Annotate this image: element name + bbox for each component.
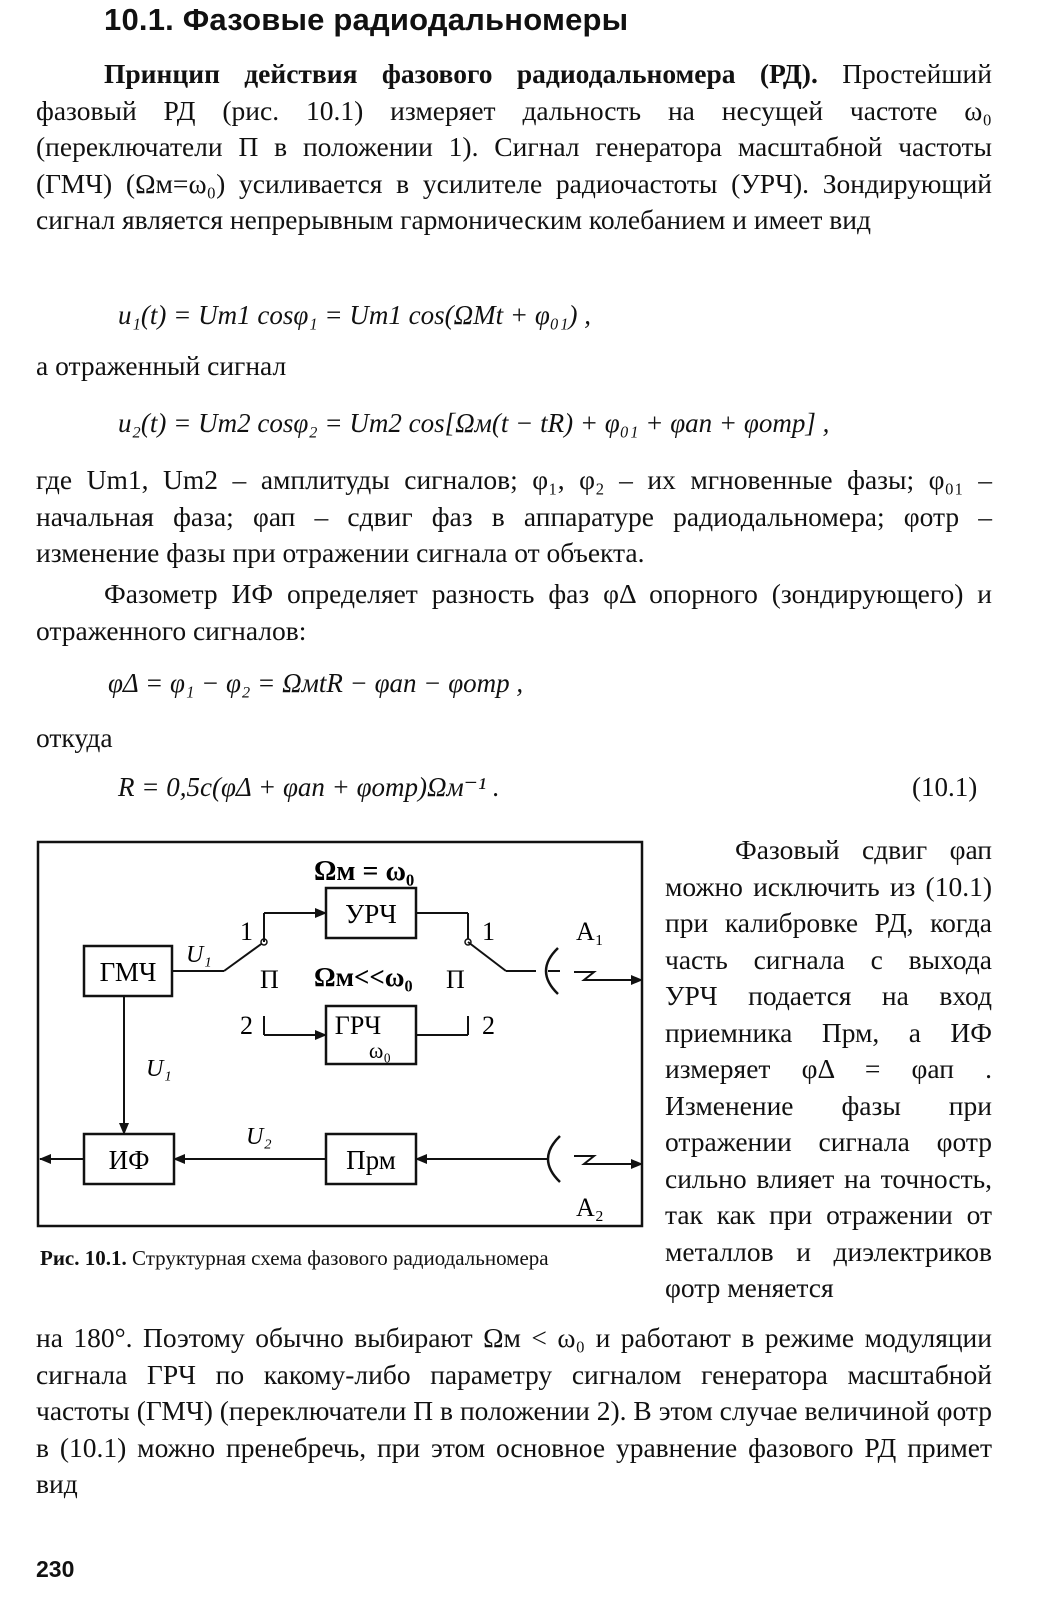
- page-number: 230: [36, 1556, 75, 1582]
- block-grch: [324, 1004, 418, 1066]
- equation-number: (10.1): [912, 772, 978, 802]
- block-grch-subscript: ω₀: [369, 1038, 391, 1063]
- label-omega-less: Ωм<<ω₀: [314, 962, 413, 992]
- equation-range: R = 0,5c(φΔ + φап + φотр)Ωм⁻¹ .: [118, 772, 500, 802]
- equation-phase-difference: φΔ = φ₁ − φ₂ = ΩмtR − φап − φотр ,: [108, 668, 524, 698]
- paragraph-definitions: где Um1, Um2 – амплитуды сигналов; φ₁, φ…: [36, 464, 992, 568]
- block-gmch: [82, 944, 174, 998]
- switch-right-pos1: 1: [482, 917, 495, 946]
- label-antenna-a2: A₂: [576, 1193, 604, 1222]
- text-reflected-signal: а отраженный сигнал: [36, 350, 287, 381]
- block-urch: [324, 886, 418, 940]
- switch-left-pos1: 1: [240, 917, 253, 946]
- switch-left-label: П: [260, 965, 279, 994]
- paragraph-principle: Принцип действия фазового радиодальномер…: [36, 56, 992, 239]
- figure-caption-text: Структурная схема фазового радиодальноме…: [126, 1246, 549, 1270]
- diagram-frame: [36, 840, 644, 1228]
- equation-u2: u₂(t) = Um2 cosφ₂ = Um2 cos[Ωм(t − tR) +…: [118, 408, 830, 438]
- block-prm: [324, 1132, 418, 1186]
- wave-a1-icon: [574, 971, 643, 985]
- switch-right-label: П: [446, 965, 465, 994]
- label-u2: U₂: [246, 1124, 272, 1150]
- switch-left-blade: [223, 941, 265, 972]
- paragraph-lead: Принцип действия фазового радиодальномер…: [104, 58, 818, 89]
- paragraph-phasemeter: Фазометр ИФ определяет разность фаз φΔ о…: [36, 578, 992, 646]
- switch-right-pos2: 2: [482, 1011, 495, 1040]
- label-u1-top: U₁: [186, 942, 212, 968]
- block-if-label: ИФ: [109, 1145, 150, 1175]
- wave-a2-icon: [574, 1155, 643, 1169]
- block-if: [82, 1132, 176, 1186]
- switch-right-blade: [467, 941, 507, 972]
- text-whence: откуда: [36, 722, 113, 753]
- section-heading: 10.1. Фазовые радиодальномеры: [104, 2, 629, 37]
- block-grch-label: ГРЧ: [335, 1011, 381, 1040]
- figure-caption-label: Рис. 10.1.: [40, 1246, 127, 1270]
- block-prm-label: Прм: [346, 1145, 396, 1175]
- label-u1-bottom: U₁: [146, 1056, 172, 1082]
- antenna-a1-icon: [544, 947, 559, 995]
- switch-left-pos2: 2: [240, 1011, 253, 1040]
- block-gmch-label: ГМЧ: [100, 957, 157, 987]
- equation-u1: u₁(t) = Um1 cosφ₁ = Um1 cos(ΩМt + φ₀₁) ,: [118, 300, 592, 330]
- antenna-a2-icon: [546, 1135, 561, 1183]
- paragraph-principle-text: Простейший фазовый РД (рис. 10.1) измеря…: [36, 58, 992, 235]
- paragraph-modulation: на 180°. Поэтому обычно выбирают Ωм < ω₀…: [36, 1322, 992, 1499]
- label-omega-equal: Ωм = ω₀: [314, 856, 414, 887]
- label-antenna-a1: A₁: [576, 917, 604, 946]
- block-urch-label: УРЧ: [345, 899, 397, 929]
- figure-caption: Рис. 10.1. Структурная схема фазового ра…: [40, 1246, 549, 1271]
- paragraph-calibration: Фазовый сдвиг φап можно исключить из (10…: [665, 834, 992, 1303]
- block-diagram: Ωм = ω₀ УРЧ ГМЧ Ωм<<ω₀ ГРЧ ω₀ ИФ Прм U₁ …: [36, 840, 644, 1228]
